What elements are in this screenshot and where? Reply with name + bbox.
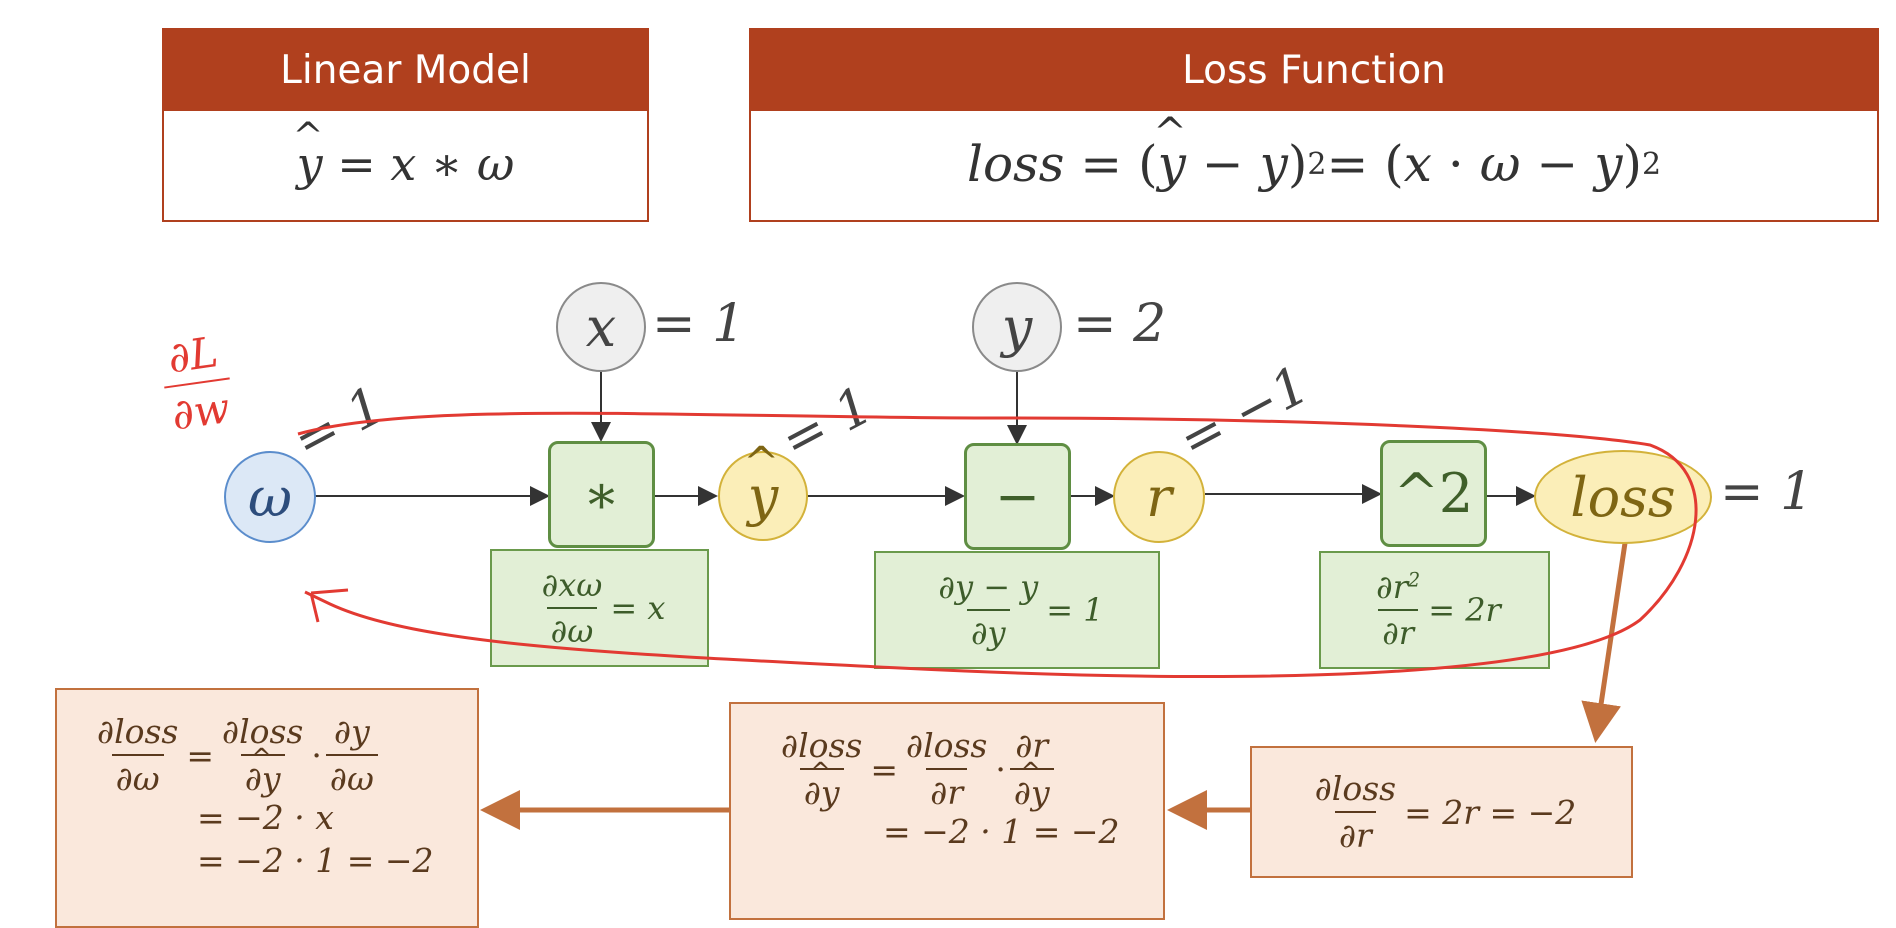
local-derivative-multiply: ∂xω∂ω = x [490,549,709,667]
backprop-arrow-loss [1581,542,1628,743]
omega-weight-node: ω [224,451,316,543]
local-derivative-square: ∂r2∂r = 2r [1319,551,1550,669]
loss-node: loss [1534,450,1712,544]
backward-box-dloss-dw: ∂loss∂ω = ∂loss∂y · ∂y∂ω = −2 · x = −2 ·… [55,688,479,928]
local-derivative-subtract: ∂y − y∂y = 1 [874,551,1160,669]
omega-value-label: = 1 [283,375,395,472]
square-op-node: ^2 [1380,440,1487,547]
linear-model-panel: Linear Model y = x ∗ ω [162,28,649,222]
r-node: r [1113,451,1205,543]
backward-box-dloss-dr: ∂loss∂r = 2r = −2 [1250,746,1633,878]
y-input-node: y [972,282,1062,372]
subtract-op-node: − [964,443,1071,550]
loss-value-label: = 1 [1720,462,1814,522]
y-hat-value-label: = 1 [771,375,883,472]
x-input-node: x [556,282,646,372]
y-value-label: = 2 [1073,294,1167,354]
red-loop-arrowhead [309,588,349,623]
backward-box-dloss-dyhat: ∂loss∂y = ∂loss∂r · ∂r∂y = −2 · 1 = −2 [729,702,1165,920]
loss-function-panel: Loss Function loss = (y − y)2= (x · ω − … [749,28,1879,222]
loss-function-title: Loss Function [751,30,1877,111]
loss-function-equation: loss = (y − y)2= (x · ω − y)2 [751,111,1877,217]
handwritten-dl-dw-label: ∂L∂w [153,325,241,441]
linear-model-title: Linear Model [164,30,647,111]
y-hat-node: y [718,451,808,541]
r-value-label: = −1 [1169,354,1319,472]
multiply-op-node: ∗ [548,441,655,548]
linear-model-equation: y = x ∗ ω [164,111,647,217]
x-value-label: = 1 [652,294,746,354]
